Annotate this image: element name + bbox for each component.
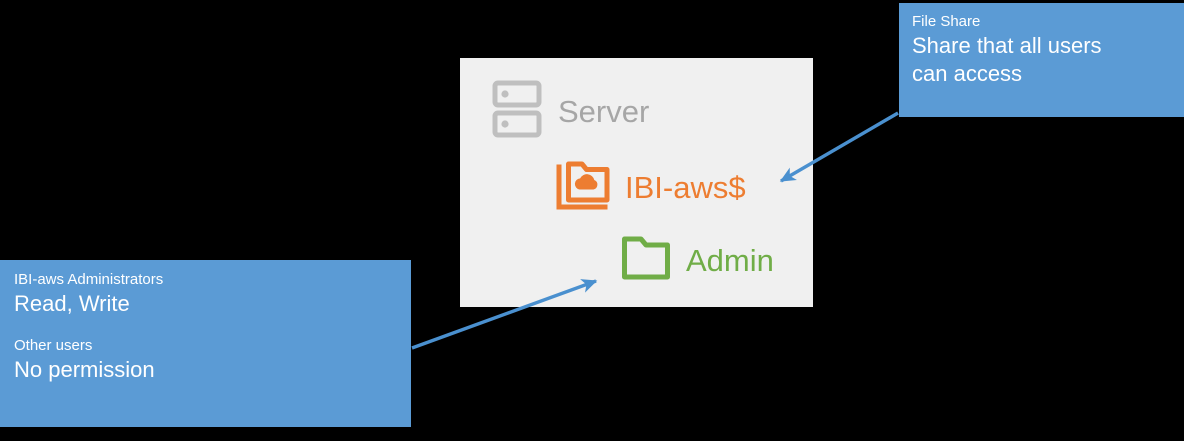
callout-file-share: File Share Share that all users can acce… bbox=[899, 3, 1184, 117]
callout-spacer bbox=[14, 318, 411, 336]
node-label-admin: Admin bbox=[686, 243, 774, 278]
callout-line: File Share bbox=[912, 13, 981, 30]
node-label-server: Server bbox=[558, 94, 650, 129]
callout-line: Other users bbox=[14, 337, 93, 354]
node-file-share[interactable]: IBI-aws$ bbox=[555, 158, 746, 217]
cloud-folder-icon bbox=[555, 158, 613, 217]
callout-permissions: IBI-aws Administrators Read, Write Other… bbox=[0, 260, 411, 427]
callout-line: Read, Write bbox=[14, 291, 130, 316]
callout-line: No permission bbox=[14, 357, 155, 382]
folder-icon bbox=[620, 234, 672, 287]
server-icon bbox=[492, 80, 542, 143]
callout-line: IBI-aws Administrators bbox=[14, 271, 164, 288]
callout-line: Share that all users bbox=[912, 33, 1102, 58]
node-admin-folder[interactable]: Admin bbox=[620, 234, 774, 287]
node-label-file-share: IBI-aws$ bbox=[625, 170, 746, 205]
callout-line: can access bbox=[912, 61, 1023, 86]
server-panel: Server IBI-aws$ bbox=[460, 58, 813, 307]
node-server[interactable]: Server bbox=[492, 80, 649, 143]
